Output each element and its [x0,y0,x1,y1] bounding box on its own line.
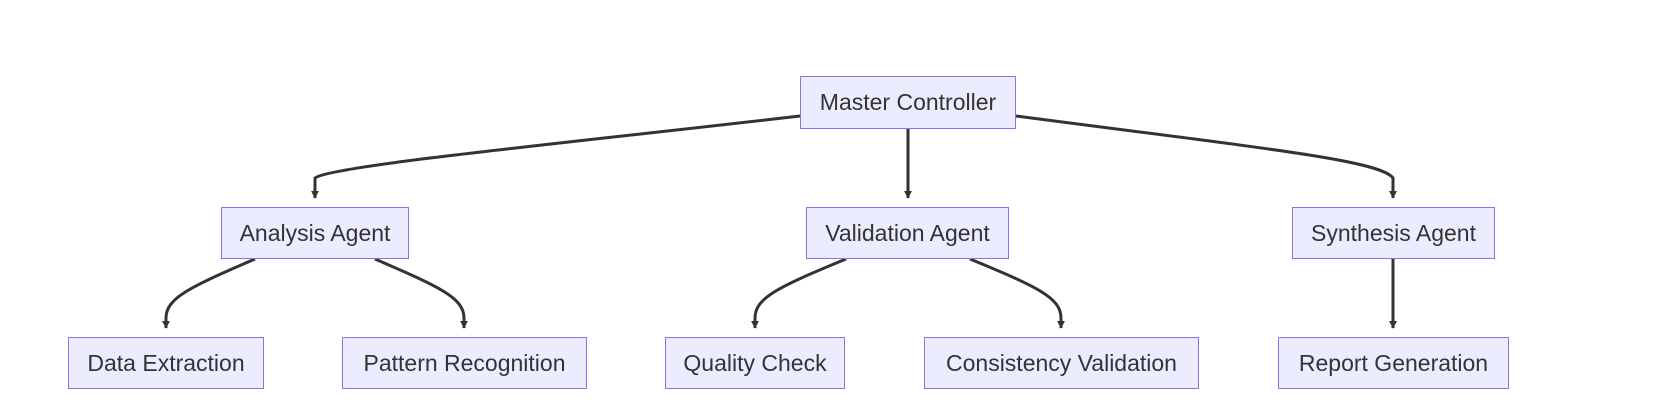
node-validation-agent[interactable]: Validation Agent [806,207,1009,259]
edge-validation-to-quality [751,257,847,329]
node-quality-check[interactable]: Quality Check [665,337,845,389]
node-pattern-recognition[interactable]: Pattern Recognition [342,337,587,389]
edge-analysis-to-pattern [374,257,468,329]
node-synthesis-agent[interactable]: Synthesis Agent [1292,207,1495,259]
node-data-extraction[interactable]: Data Extraction [68,337,264,389]
edge-master-to-synthesis [1015,114,1397,199]
node-analysis-agent[interactable]: Analysis Agent [221,207,409,259]
edge-master-to-analysis [311,114,801,199]
edge-analysis-to-extraction [162,257,256,329]
node-consistency-validation[interactable]: Consistency Validation [924,337,1199,389]
edge-validation-to-consistency [969,257,1065,329]
node-report-generation[interactable]: Report Generation [1278,337,1509,389]
node-master-controller[interactable]: Master Controller [800,76,1016,129]
